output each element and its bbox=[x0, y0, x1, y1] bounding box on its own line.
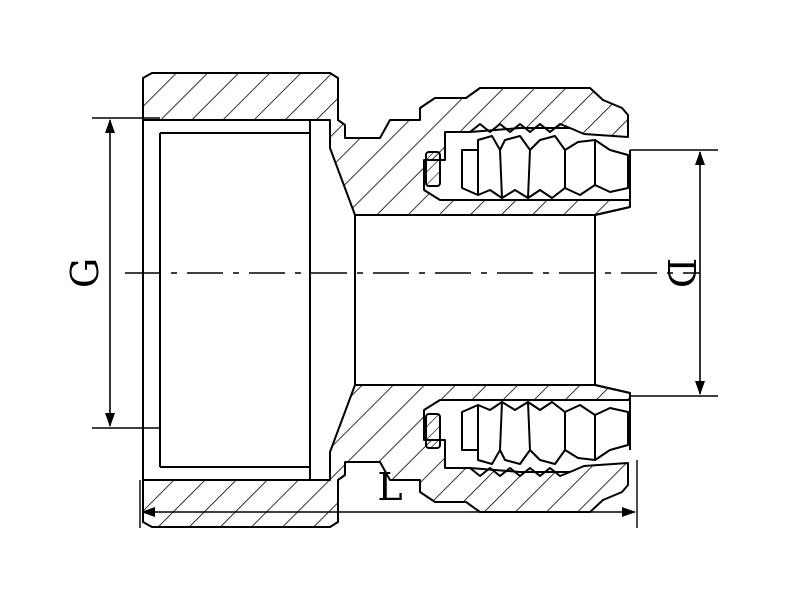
dim-g-label: G bbox=[63, 258, 107, 288]
central-passage bbox=[354, 206, 631, 394]
barbed-insert-lower bbox=[461, 401, 629, 465]
nut-threads-upper bbox=[469, 123, 571, 133]
o-ring-lower bbox=[425, 413, 441, 449]
thread-bore-upper bbox=[143, 119, 311, 134]
thread-bore-lower bbox=[143, 466, 311, 481]
barbed-insert-upper bbox=[461, 135, 629, 199]
insert-ribs-lower bbox=[477, 401, 596, 460]
nut-threads-lower bbox=[469, 467, 571, 477]
dim-d-label: D bbox=[659, 258, 703, 288]
insert-ribs-upper bbox=[477, 140, 596, 199]
o-ring-upper bbox=[425, 151, 441, 187]
dim-l-label: L bbox=[377, 465, 402, 509]
